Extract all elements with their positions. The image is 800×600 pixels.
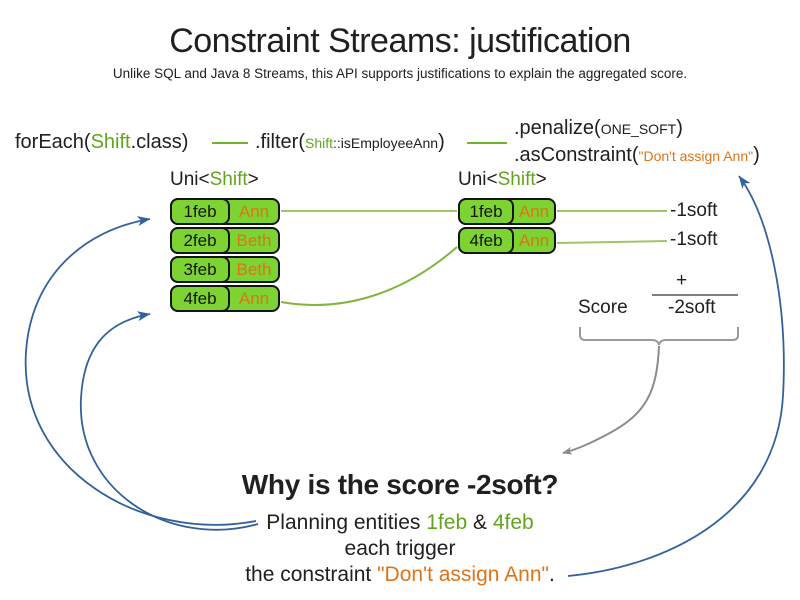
table-row: 2feb Beth xyxy=(170,227,280,254)
left-type-suffix: > xyxy=(247,169,259,190)
line1-entity2: 4feb xyxy=(492,511,534,534)
shift-date-cell: 4feb xyxy=(170,285,230,312)
line1-separator: & xyxy=(467,511,493,534)
code-foreach-prefix: forEach( xyxy=(15,131,91,153)
table-row: 4feb Ann xyxy=(170,285,280,312)
slide-subtitle: Unlike SQL and Java 8 Streams, this API … xyxy=(112,66,688,81)
code-penalize: .penalize(ONE_SOFT) xyxy=(514,117,683,140)
total-score: -2soft xyxy=(668,297,716,318)
shift-date-cell: 2feb xyxy=(170,227,230,254)
shift-employee-cell: Ann xyxy=(518,201,550,221)
right-type-prefix: Uni< xyxy=(458,169,498,190)
left-type-prefix: Uni< xyxy=(170,169,210,190)
shift-date-cell: 1feb xyxy=(170,198,230,225)
code-penalize-prefix: .penalize( xyxy=(514,117,601,139)
code-asconstraint: .asConstraint("Don't assign Ann") xyxy=(514,144,760,167)
score-underbrace xyxy=(579,327,739,346)
shift-date-cell: 3feb xyxy=(170,256,230,283)
left-stream-table: 1feb Ann 2feb Beth 3feb Beth 4feb Ann xyxy=(170,198,280,314)
match-score-1: -1soft xyxy=(670,200,718,221)
line1-entity1: 1feb xyxy=(426,511,468,534)
explanation-heading: Why is the score -2soft? xyxy=(241,469,559,500)
table-row: 1feb Ann xyxy=(170,198,280,225)
left-stream-type-label: Uni<Shift> xyxy=(170,169,259,191)
shift-employee-cell: Beth xyxy=(236,230,272,250)
code-filter-suffix: ) xyxy=(438,131,445,153)
code-foreach-suffix: .class) xyxy=(130,131,189,153)
shift-employee-cell: Ann xyxy=(238,201,270,221)
code-penalize-arg: ONE_SOFT xyxy=(600,121,677,137)
line3-prefix: the constraint xyxy=(245,563,378,586)
code-filter-prefix: .filter( xyxy=(255,131,305,153)
stream-link-4feb-curve xyxy=(280,246,458,306)
match-score-line-2 xyxy=(556,240,668,244)
shift-date-cell: 1feb xyxy=(458,198,514,225)
code-foreach-class: Shift xyxy=(90,131,131,153)
slide-title: Constraint Streams: justification xyxy=(169,22,631,60)
line3-constraint: "Don't assign Ann" xyxy=(377,563,549,586)
code-asconstraint-arg: "Don't assign Ann" xyxy=(638,148,754,164)
explanation-block: Why is the score -2soft? Planning entiti… xyxy=(0,469,800,588)
shift-date-cell: 4feb xyxy=(458,227,514,254)
left-type-name: Shift xyxy=(209,169,248,190)
right-type-suffix: > xyxy=(535,169,547,190)
code-asconstraint-prefix: .asConstraint( xyxy=(514,144,639,166)
code-filter-arg-class: Shift xyxy=(305,135,334,151)
match-score-2: -1soft xyxy=(670,229,718,250)
gray-arrow-to-explanation xyxy=(562,345,660,455)
plus-sign: + xyxy=(676,270,688,291)
explanation-line-2: each trigger xyxy=(344,537,456,560)
table-row: 1feb Ann xyxy=(458,198,556,225)
shift-employee-cell: Ann xyxy=(238,288,270,308)
shift-employee-cell: Beth xyxy=(236,259,272,279)
table-row: 4feb Ann xyxy=(458,227,556,254)
code-filter-arg-rest: ::isEmployeeAnn xyxy=(333,135,439,151)
code-penalize-suffix: ) xyxy=(676,117,683,139)
explanation-line-1: Planning entities 1feb & 4feb xyxy=(0,510,800,536)
score-label: Score xyxy=(578,297,628,318)
line3-suffix: . xyxy=(548,563,555,586)
code-filter: .filter(Shift::isEmployeeAnn) xyxy=(255,131,445,154)
line1-prefix: Planning entities xyxy=(266,511,427,534)
right-stream-type-label: Uni<Shift> xyxy=(458,169,547,191)
explanation-line-3: the constraint "Don't assign Ann". xyxy=(0,562,800,588)
shift-employee-cell: Ann xyxy=(518,230,550,250)
table-row: 3feb Beth xyxy=(170,256,280,283)
right-stream-table: 1feb Ann 4feb Ann xyxy=(458,198,556,256)
code-foreach: forEach(Shift.class) xyxy=(15,131,188,154)
right-type-name: Shift xyxy=(497,169,536,190)
code-asconstraint-suffix: ) xyxy=(753,144,760,166)
